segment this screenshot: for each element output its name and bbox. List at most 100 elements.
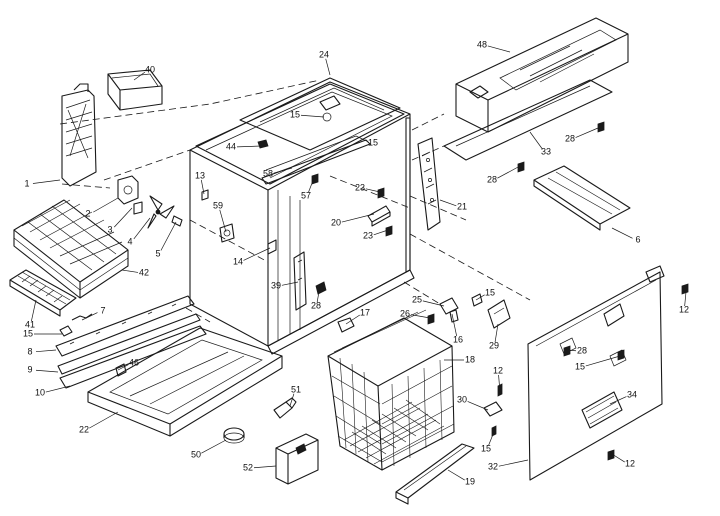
leader-line-c34 (609, 396, 627, 405)
callout-label-c41: 41 (25, 319, 35, 329)
leader-line-c9 (35, 369, 59, 373)
main-cabinet-liner (59, 79, 415, 355)
callout-label-c9: 9 (27, 364, 32, 374)
callout-label-c57: 57 (301, 190, 311, 200)
leader-line-c40 (133, 71, 146, 81)
leader-line-c52 (253, 465, 277, 469)
callout-label-c16: 16 (453, 334, 463, 344)
part-40-bin (107, 69, 163, 111)
leader-line-c46 (117, 364, 129, 371)
part-46-screw (115, 363, 127, 377)
leader-line-c15b (355, 135, 368, 142)
leader-line-c8 (35, 349, 57, 353)
leader-line-c41 (31, 299, 37, 322)
part-26-screw (427, 313, 435, 325)
callout-label-c42: 42 (139, 267, 149, 277)
leader-line-c59 (219, 209, 227, 233)
part-1-damper (61, 83, 97, 187)
leader-line-c39 (281, 281, 299, 286)
part-2-fan-motor (117, 175, 139, 205)
callout-label-c28d: 28 (577, 345, 587, 355)
callout-label-c7: 7 (100, 305, 105, 315)
leader-line-c10 (45, 385, 71, 393)
callout-label-c1: 1 (24, 178, 29, 188)
callout-label-c51: 51 (291, 384, 301, 394)
leader-line-c4 (133, 217, 151, 240)
part-14-clip (267, 239, 277, 255)
part-16-hinge-pin (449, 309, 459, 323)
callout-label-c15c: 15 (23, 328, 33, 338)
part-17-block (337, 317, 355, 333)
part-25-hinge (439, 297, 459, 315)
leader-line-c23b (373, 229, 389, 236)
leader-line-c51 (289, 393, 295, 407)
part-51-light-bulb (273, 397, 297, 419)
callout-label-c5: 5 (155, 248, 160, 258)
part-7-clip (71, 313, 93, 321)
part-9-trim-strip (57, 313, 201, 375)
leader-line-c17 (345, 314, 360, 325)
part-28-screws-top (517, 121, 605, 173)
part-57-screw (311, 173, 319, 185)
callout-layer: 1234567891012121213141515151515151617181… (23, 39, 689, 486)
leader-line-c32 (498, 459, 529, 467)
part-39-bracket (293, 251, 327, 311)
callout-label-c58: 58 (263, 168, 273, 178)
leader-line-c12c (611, 453, 625, 463)
callout-label-c28b: 28 (487, 174, 497, 184)
part-6-channel (533, 165, 631, 231)
part-8-front-rail (55, 295, 195, 357)
callout-label-c34: 34 (627, 389, 637, 399)
part-59-thermostat (219, 223, 235, 243)
part-52-switch-cover (275, 433, 319, 485)
callout-label-c22: 22 (79, 424, 89, 434)
part-18-wire-basket (327, 309, 455, 471)
part-10-lower-rail (59, 325, 207, 389)
leader-line-c15d (475, 294, 485, 301)
callout-label-c30: 30 (457, 394, 467, 404)
callout-label-c18: 18 (465, 354, 475, 364)
leader-line-c13 (200, 179, 205, 195)
part-29-hinge-bracket (487, 299, 511, 329)
part-42-wire-shelf (13, 199, 129, 299)
part-5-screw (171, 215, 183, 227)
leader-line-c22 (89, 411, 119, 429)
part-3-bracket (133, 201, 143, 215)
callout-label-c40: 40 (145, 64, 155, 74)
callout-label-c6: 6 (635, 234, 640, 244)
callout-label-c26: 26 (400, 308, 410, 318)
callout-label-c12b: 12 (493, 365, 503, 375)
leader-line-c6 (611, 227, 633, 239)
part-15-screw-hinge (471, 293, 483, 307)
part-4-fan-blade (147, 195, 175, 229)
callout-label-c28c: 28 (311, 300, 321, 310)
callout-label-c15a: 15 (290, 109, 300, 119)
callout-label-c48: 48 (477, 39, 487, 49)
callout-label-c13: 13 (195, 170, 205, 180)
part-19-drawer-rail (395, 443, 475, 505)
callout-label-c15b: 15 (368, 137, 378, 147)
part-33-plate (411, 79, 613, 161)
leader-line-c28d (565, 349, 577, 352)
leader-line-c21 (439, 199, 457, 207)
callout-label-c17: 17 (360, 307, 370, 317)
callout-label-c46: 46 (129, 357, 139, 367)
callout-label-c23b: 23 (363, 230, 373, 240)
leader-line-c50 (201, 439, 227, 454)
leader-line-c58 (273, 167, 293, 174)
part-13-screw (201, 189, 209, 201)
part-50-knob (223, 427, 245, 444)
leader-line-c30 (467, 401, 489, 411)
callout-label-c52: 52 (243, 462, 253, 472)
part-22-bottom-pan (87, 327, 283, 437)
callout-label-c2: 2 (85, 208, 90, 218)
leader-line-c48 (487, 45, 511, 53)
assembly-dashed-lines (61, 113, 531, 323)
leader-line-c5 (160, 221, 177, 251)
callout-label-c39: 39 (271, 280, 281, 290)
callout-label-c15d: 15 (485, 287, 495, 297)
leader-line-c3 (113, 207, 133, 228)
callout-label-c19: 19 (465, 476, 475, 486)
part-23-screws (377, 187, 393, 237)
